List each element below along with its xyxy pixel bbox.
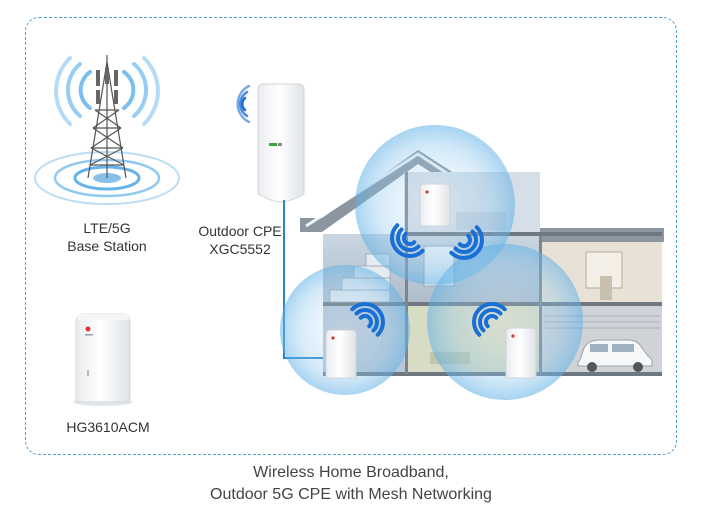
car-icon [577, 339, 653, 372]
mesh-coverage-right [427, 244, 583, 400]
caption-line1: Wireless Home Broadband, [253, 464, 449, 481]
caption-line2: Outdoor 5G CPE with Mesh Networking [210, 486, 492, 503]
wifi-signal-icon [449, 225, 484, 260]
indoor-router-label: HG3610ACM [66, 419, 150, 435]
base-station-tower-icon [34, 55, 180, 205]
wifi-signal-icon [350, 302, 385, 337]
outdoor-cpe-label: Outdoor CPE XGC5552 [185, 222, 295, 258]
mesh-node-top-icon [419, 183, 451, 227]
wifi-signal-icon [472, 302, 507, 337]
indoor-router-icon [73, 313, 133, 406]
outdoor-cpe-icon [257, 83, 305, 203]
outdoor-cpe-label-line2: XGC5552 [209, 241, 271, 257]
base-station-label: LTE/5G Base Station [47, 219, 167, 255]
diagram-frame [25, 17, 677, 455]
base-station-label-line2: Base Station [67, 238, 147, 254]
wifi-signal-icon [390, 223, 425, 258]
mesh-node-right-icon [505, 327, 537, 379]
outdoor-cpe-label-line1: Outdoor CPE [198, 223, 282, 239]
base-station-label-line1: LTE/5G [83, 220, 131, 236]
outdoor-cpe-signal-icon [236, 84, 251, 124]
mesh-node-left-icon [325, 329, 357, 379]
